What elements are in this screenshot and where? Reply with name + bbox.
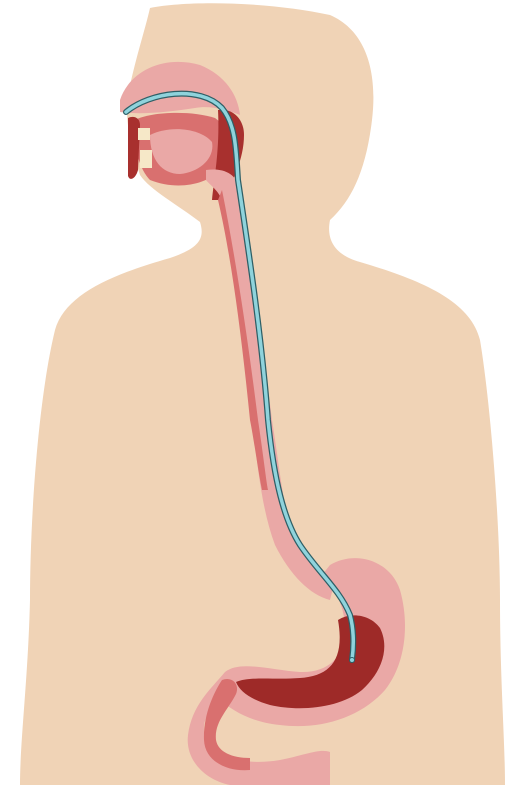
tube-tip xyxy=(350,658,355,663)
